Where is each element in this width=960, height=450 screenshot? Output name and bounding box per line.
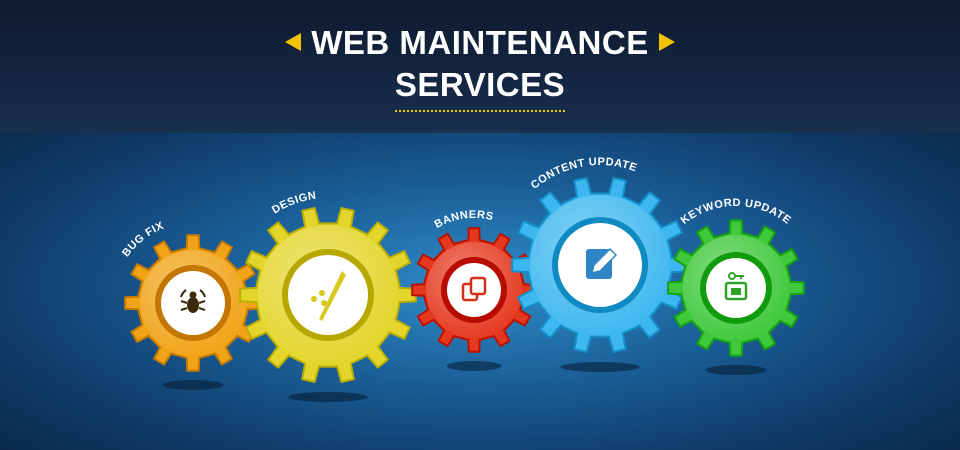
gear-content-update: CONTENT UPDATE	[511, 156, 689, 372]
pen-stroke	[319, 271, 346, 321]
gear-shadow	[705, 365, 767, 375]
key-shaft	[735, 275, 744, 279]
right-arrow-icon	[658, 33, 675, 52]
folder-outline	[724, 281, 748, 301]
gear-shadow	[560, 362, 640, 372]
design-dot	[321, 300, 327, 306]
gear-bug-fix: BUG FIX	[120, 220, 262, 390]
gear-banners: BANNERS	[411, 209, 537, 371]
title-banner: WEB MAINTENANCE SERVICES	[0, 0, 960, 133]
bug-head	[189, 291, 197, 299]
pencil-shape	[590, 247, 618, 275]
gear-shadow	[162, 380, 224, 390]
gear-label-text: BANNERS	[433, 209, 495, 231]
folder-label	[731, 288, 741, 295]
bug-legs	[180, 300, 206, 311]
gear-design: DESIGN	[239, 190, 417, 402]
bug-body	[187, 297, 199, 313]
bug-antenna	[180, 289, 206, 298]
title-underline	[395, 110, 565, 112]
title-line-1: WEB MAINTENANCE	[311, 24, 649, 61]
gear-keyword-update: KEYWORD UPDATE	[667, 197, 805, 375]
design-dot	[311, 296, 317, 302]
gear-center	[288, 255, 368, 335]
page-front	[469, 276, 487, 296]
gear-shadow	[446, 361, 502, 371]
page-title: WEB MAINTENANCE	[0, 24, 960, 62]
page-subtitle: SERVICES	[0, 66, 960, 104]
title-line-2: SERVICES	[394, 66, 566, 103]
gear-shadow	[288, 392, 368, 402]
gear-label: BANNERS	[433, 209, 495, 231]
left-arrow-icon	[285, 33, 302, 52]
design-dot	[319, 290, 325, 296]
